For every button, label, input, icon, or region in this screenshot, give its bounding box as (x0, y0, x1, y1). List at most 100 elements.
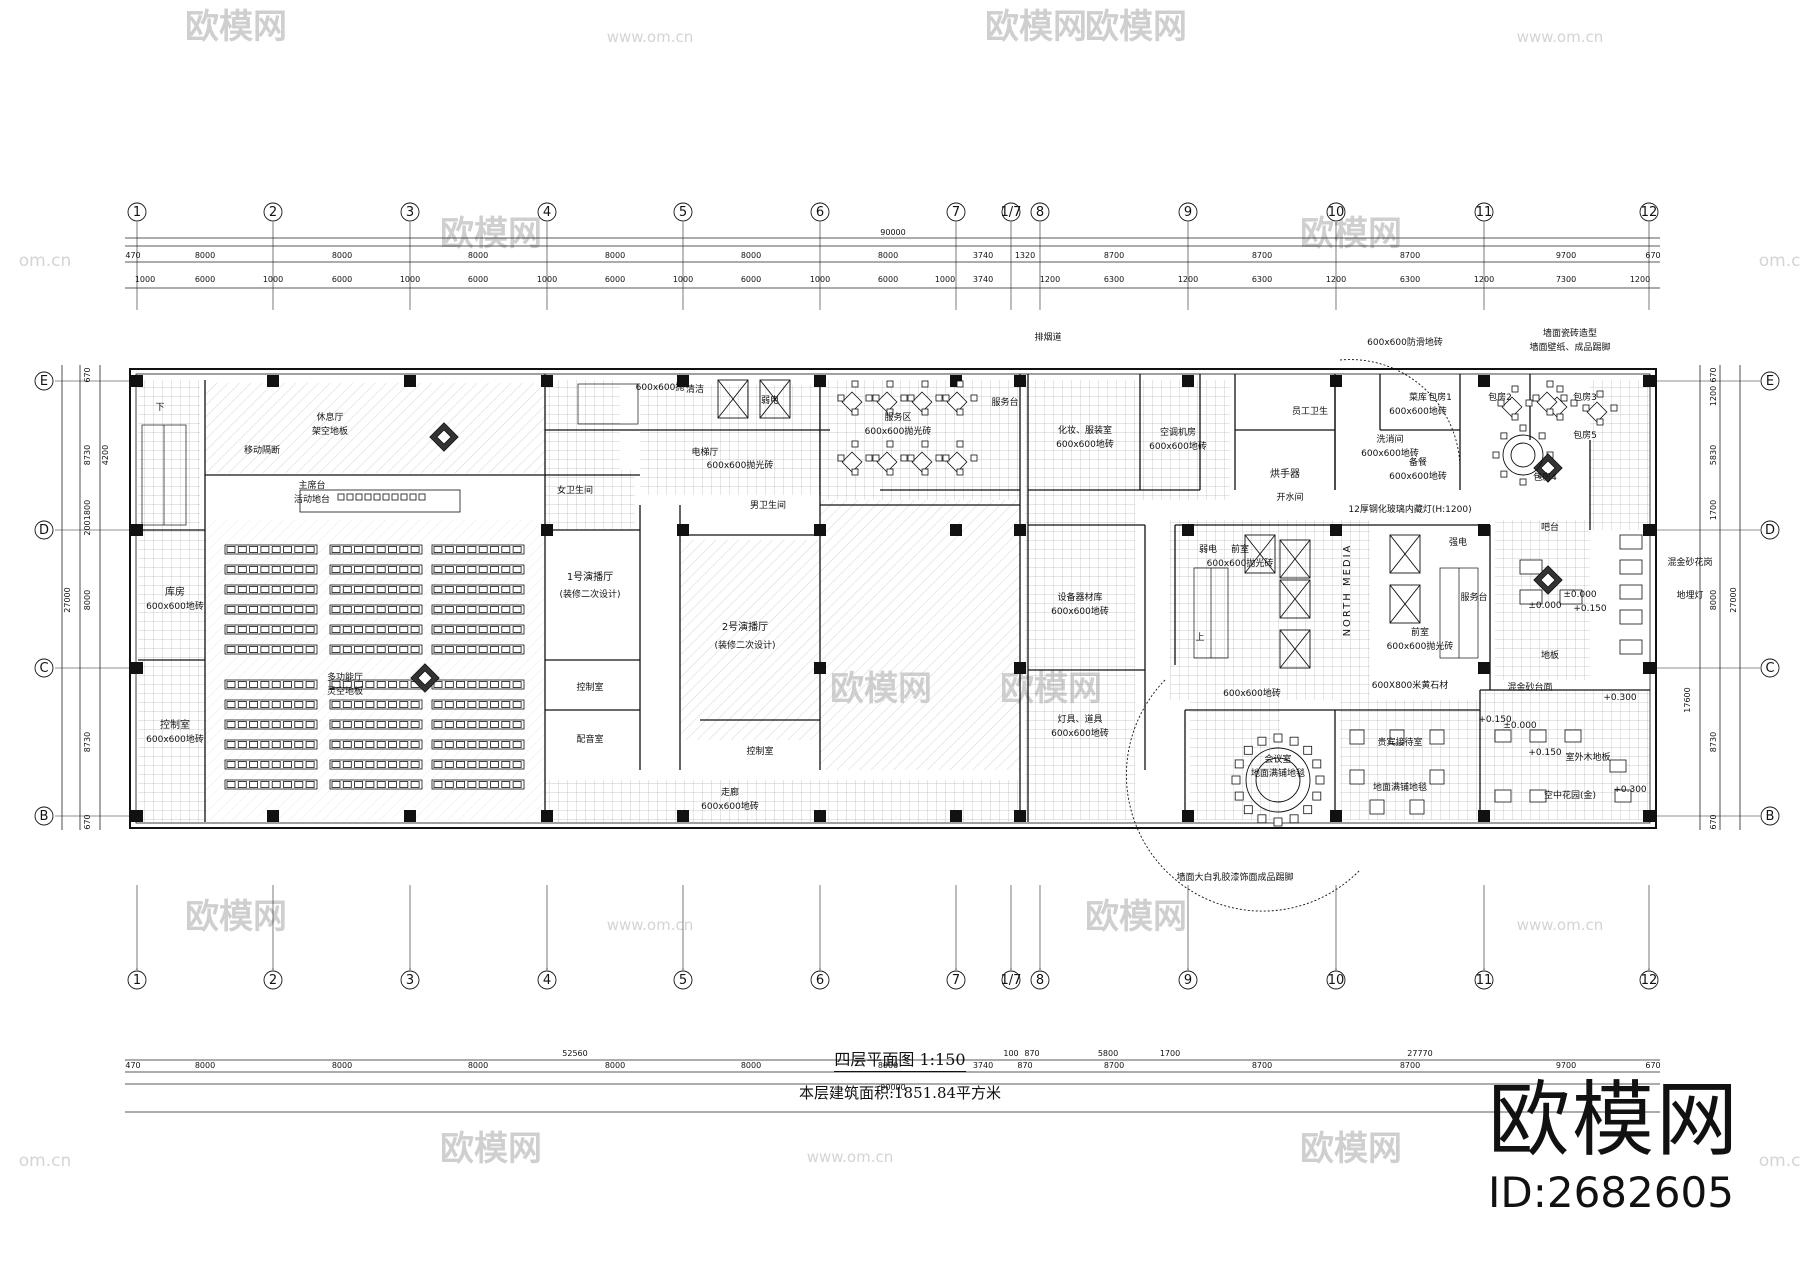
lounge-chair (1564, 729, 1582, 743)
seat (433, 721, 443, 728)
room-label: +0.150 (1573, 604, 1607, 614)
dining-chair (851, 440, 859, 448)
stage-seat (391, 493, 399, 501)
axis-number: 1 (133, 973, 141, 988)
axis-number: 6 (816, 973, 824, 988)
seat (342, 586, 352, 593)
dining-table (946, 391, 968, 413)
dim-left-part: 8000 (83, 590, 92, 610)
meeting-chair (1234, 759, 1244, 769)
seat (354, 586, 364, 593)
elevator-cross (1279, 629, 1311, 669)
watermark-logo: 欧模网 (1085, 897, 1187, 937)
armchair (1409, 799, 1425, 815)
seat (226, 546, 236, 553)
dim-bay-bottom: 8000 (195, 1061, 215, 1070)
column (1330, 524, 1342, 536)
dim-bay-bottom: 8700 (1252, 1061, 1272, 1070)
dining-chair (837, 454, 845, 462)
seat (376, 646, 386, 653)
seat (294, 586, 304, 593)
dining-chair (942, 454, 950, 462)
seat-row (329, 699, 423, 710)
elevator-car (759, 379, 791, 419)
armchair (1349, 769, 1365, 785)
private-room-chair (1500, 470, 1508, 478)
watermark-url-short: om.cn (19, 1151, 72, 1171)
axis-bubble (673, 202, 693, 222)
sofa (1519, 559, 1543, 575)
seat (410, 721, 420, 728)
axis-number: 11 (1476, 973, 1493, 988)
axis-letter: E (40, 374, 48, 389)
seat (478, 626, 488, 633)
axis-number: 9 (1184, 973, 1192, 988)
seat (365, 761, 375, 768)
room-label: 600x600抛光砖 (865, 425, 932, 437)
dining-chair (886, 380, 894, 388)
dim-left-part: 4200 (101, 445, 110, 465)
dining-chair (921, 380, 929, 388)
seat (388, 626, 397, 633)
axis-number: 1/7 (1001, 205, 1022, 220)
private-room-chair (1538, 432, 1546, 440)
dim-sub-top: 6000 (468, 275, 488, 284)
seat (388, 761, 397, 768)
seat-row (329, 584, 423, 595)
seat (354, 781, 364, 788)
dim-total-top: 90000 (880, 228, 905, 237)
seat (342, 761, 352, 768)
dining-table (876, 451, 898, 473)
axis-number: 8 (1036, 205, 1044, 220)
dining-chair (1546, 380, 1554, 388)
column (131, 662, 143, 674)
room-label: 墙面大白乳胶漆饰面成品踢脚 (1176, 871, 1293, 883)
seat (294, 566, 304, 573)
seat (237, 546, 247, 553)
seat (376, 781, 386, 788)
axis-bubble (810, 202, 830, 222)
room-label: 会议室 (1264, 753, 1291, 765)
dining-chair (1556, 385, 1564, 393)
meeting-chair (1273, 733, 1283, 743)
seat-row (224, 699, 318, 710)
dining-table (911, 451, 933, 473)
stage-seat (346, 493, 354, 501)
seat (433, 701, 443, 708)
axis-number: 7 (952, 205, 960, 220)
seat (249, 546, 259, 553)
axis-bubble (946, 970, 966, 990)
dining-table (946, 451, 968, 473)
column (1182, 524, 1194, 536)
column (404, 375, 416, 387)
lounge-chair (1609, 759, 1627, 773)
seat (501, 626, 511, 633)
room-label: 混金砂台面 (1507, 681, 1552, 693)
axis-number: 1/7 (1001, 973, 1022, 988)
seat (226, 586, 236, 593)
room-label: 弱电 (1199, 543, 1217, 555)
dining-chair (837, 394, 845, 402)
stage-seat (355, 493, 363, 501)
dining-chair (872, 394, 880, 402)
column (1478, 524, 1490, 536)
seat (376, 626, 386, 633)
room-label: 前室 (1411, 626, 1429, 638)
dining-chair (1582, 404, 1590, 412)
building-outline (129, 368, 1657, 829)
dim-bay-bottom: 670 (1645, 1061, 1660, 1070)
watermark-url: www.om.cn (1517, 916, 1604, 934)
seat (410, 646, 420, 653)
seat (271, 741, 281, 748)
axis-bubble (537, 970, 557, 990)
seat (444, 566, 454, 573)
dim-sub-top: 1200 (1178, 275, 1198, 284)
meeting-chair (1289, 736, 1299, 746)
axis-bubble (1760, 806, 1780, 826)
seat (467, 566, 477, 573)
dimension-texts: 9000090000470470800080008000800080008000… (63, 228, 1738, 1092)
dining-chair (851, 468, 859, 476)
axis-number: 3 (406, 205, 414, 220)
seat (399, 646, 409, 653)
seat (342, 781, 352, 788)
